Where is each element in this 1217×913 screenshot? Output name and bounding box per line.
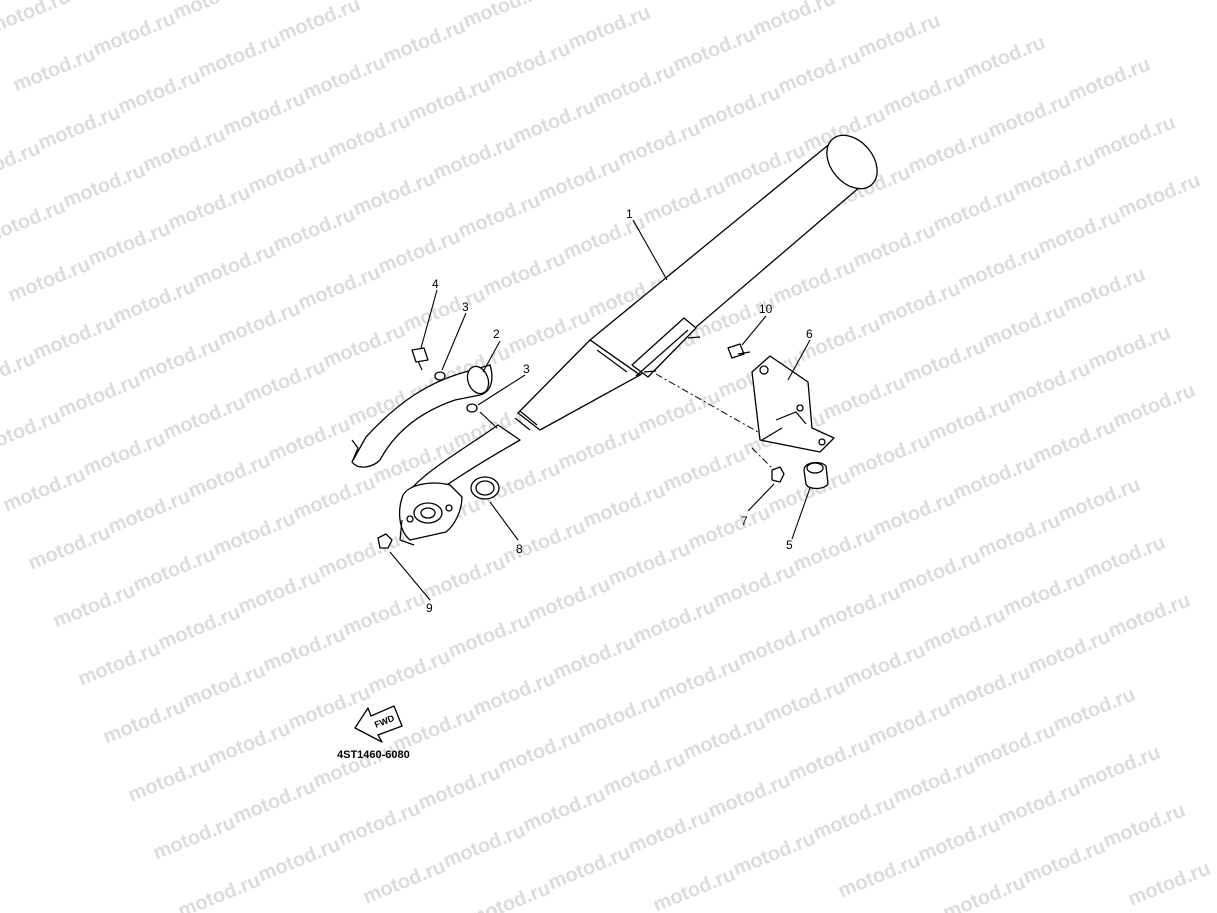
leader-lines — [389, 219, 811, 601]
callout-5: 5 — [786, 538, 793, 552]
bracket-part-6 — [655, 355, 835, 471]
muffler-part-1 — [514, 134, 878, 431]
callout-4: 4 — [432, 277, 439, 291]
callout-10: 10 — [759, 302, 773, 316]
callout-1: 1 — [626, 207, 633, 221]
callout-3-upper: 3 — [462, 300, 469, 314]
diagram-code: 4ST1460-6080 — [337, 749, 410, 761]
callout-8: 8 — [516, 542, 523, 556]
callout-2: 2 — [493, 327, 500, 341]
callout-6: 6 — [806, 327, 813, 341]
protector-part-2 — [351, 364, 493, 468]
callout-7: 7 — [741, 514, 748, 528]
small-parts — [377, 343, 829, 549]
callout-3-lower: 3 — [523, 362, 530, 376]
fwd-arrow-icon: FWD — [354, 705, 403, 743]
exhaust-pipe — [398, 424, 521, 546]
callout-9: 9 — [426, 601, 433, 615]
